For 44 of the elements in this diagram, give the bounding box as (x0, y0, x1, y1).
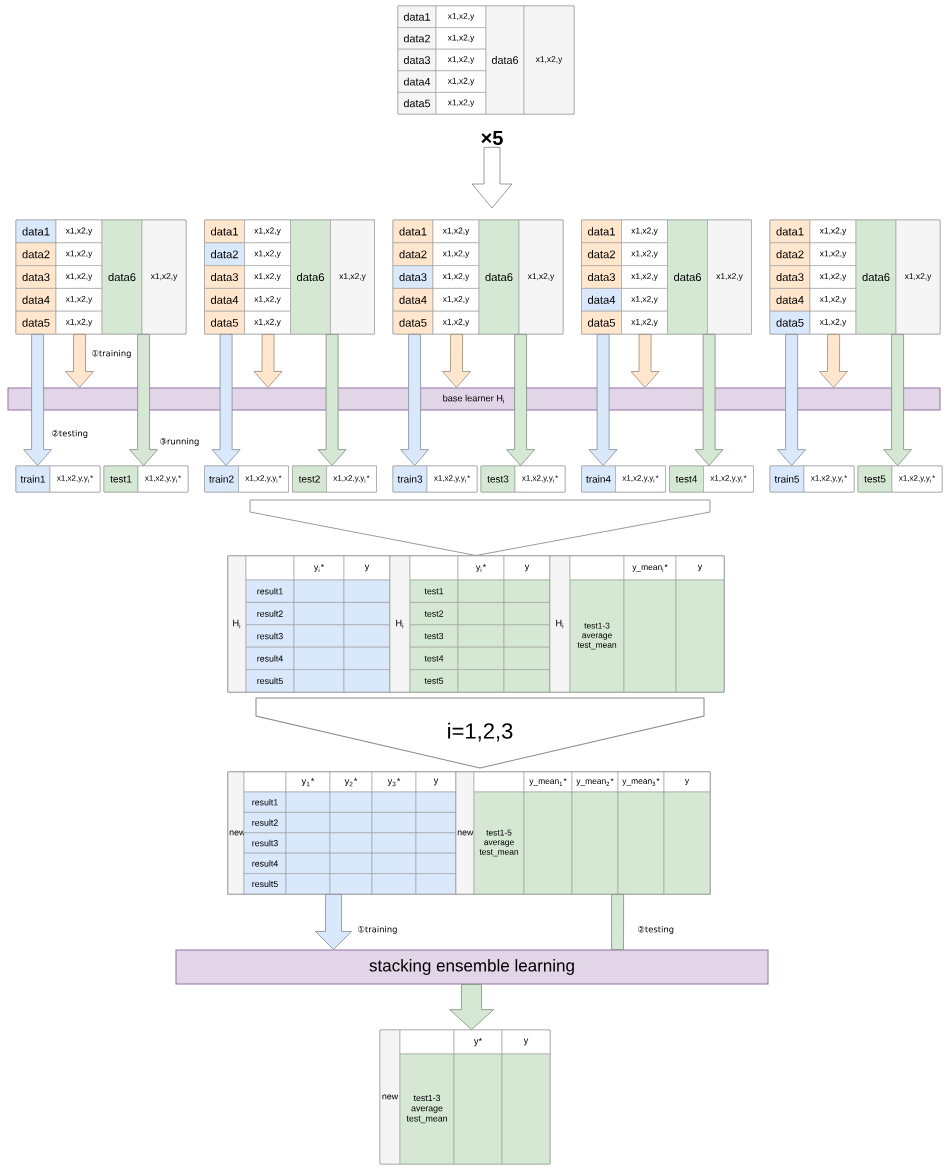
data-table (379, 1029, 551, 1165)
result-table (204, 465, 289, 493)
hollow-arrow (471, 147, 513, 209)
process-band: stacking ensemble learning (175, 949, 769, 985)
result-table (15, 465, 101, 493)
block-arrow (630, 334, 660, 388)
block-arrow (23, 334, 52, 466)
data-table (389, 555, 551, 693)
block-arrow (883, 334, 912, 466)
block-arrow (315, 894, 352, 950)
block-arrow (449, 984, 494, 1030)
block-arrow (211, 334, 241, 466)
block-arrow (588, 334, 618, 466)
block-arrow (253, 334, 283, 388)
data-table (15, 219, 187, 335)
bar-connector (611, 894, 624, 950)
result-table (669, 465, 754, 493)
data-table (227, 555, 391, 693)
chevron-arrow (249, 499, 711, 556)
data-table (392, 219, 564, 335)
data-table (204, 219, 375, 335)
result-table (103, 465, 189, 493)
data-table (455, 771, 711, 895)
block-arrow (442, 334, 471, 388)
result-table (480, 465, 566, 493)
block-arrow (694, 334, 724, 466)
result-table (581, 465, 666, 493)
data-table (581, 219, 752, 335)
block-arrow (400, 334, 429, 466)
block-arrow (129, 334, 158, 466)
data-table (549, 555, 725, 693)
block-arrow (506, 334, 535, 466)
block-arrow (777, 334, 806, 466)
result-table (292, 465, 377, 493)
data-table (397, 5, 575, 115)
data-table (769, 219, 941, 335)
block-arrow (317, 334, 347, 466)
block-arrow (819, 334, 848, 388)
result-table (857, 465, 943, 493)
result-table (769, 465, 855, 493)
repeat-label: ×5 (481, 131, 503, 145)
result-table (392, 465, 478, 493)
block-arrow (65, 334, 94, 388)
data-table (227, 771, 457, 895)
